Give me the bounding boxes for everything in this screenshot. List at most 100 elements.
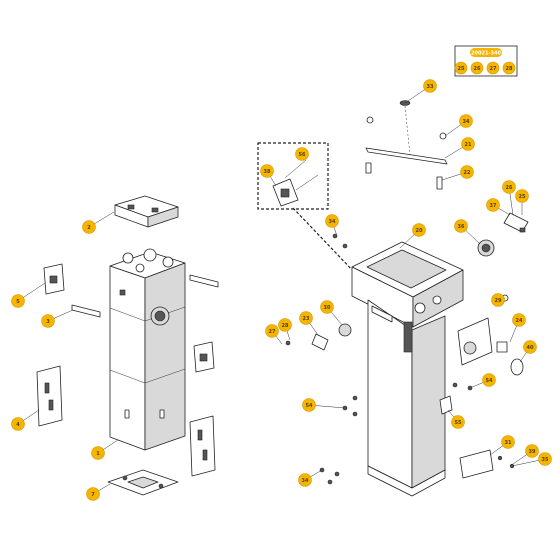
callout-dot xyxy=(302,398,316,412)
callout-number: 7 xyxy=(91,492,95,498)
kit-item-dot xyxy=(454,61,468,75)
callout-40: 40 xyxy=(519,340,537,363)
callout-22: 22 xyxy=(441,165,474,181)
callout-31: 31 xyxy=(489,435,515,456)
callout-number: 56 xyxy=(299,152,306,158)
callout-number: 1 xyxy=(96,451,100,457)
callout-number: 3 xyxy=(46,319,50,325)
callout-number: 36 xyxy=(458,224,465,230)
kit-item-dot xyxy=(502,61,516,75)
callout-dot xyxy=(512,313,526,327)
kit-item-25: 25 xyxy=(458,66,465,72)
square-plate-right xyxy=(193,341,215,373)
callout-34c: 34 xyxy=(298,469,323,487)
callout-dot xyxy=(502,180,516,194)
callout-number: 22 xyxy=(464,170,471,176)
kit-label-badge xyxy=(470,48,502,57)
callout-dot xyxy=(523,340,537,354)
kit-item-26: 26 xyxy=(474,66,481,72)
callout-number: 29 xyxy=(495,298,502,304)
callout-27: 27 xyxy=(265,324,283,345)
callout-number: 5 xyxy=(16,299,20,305)
callout-1: 1 xyxy=(91,439,119,460)
callout-dot xyxy=(525,444,539,458)
callout-number: 20 xyxy=(416,228,423,234)
callout-21: 21 xyxy=(444,137,475,159)
callout-layer: 3334212256203436262537382827302329405424… xyxy=(11,79,552,501)
callout-number: 30 xyxy=(324,305,331,311)
callout-number: 34 xyxy=(329,219,336,225)
wear-strip-part xyxy=(71,304,101,318)
callout-24: 24 xyxy=(509,313,526,343)
callout-number: 54 xyxy=(306,403,313,409)
kit-item-28: 28 xyxy=(506,66,513,72)
callout-number: 33 xyxy=(427,84,434,90)
callout-number: 28 xyxy=(282,323,289,329)
callout-number: 31 xyxy=(505,440,512,446)
callout-54a: 54 xyxy=(469,373,496,389)
callout-25: 25 xyxy=(515,189,529,215)
callout-dot xyxy=(454,219,468,233)
callout-dot xyxy=(451,415,465,429)
callout-37: 37 xyxy=(486,198,511,216)
callout-dot xyxy=(11,417,25,431)
callout-dot xyxy=(501,435,515,449)
callout-dot xyxy=(325,214,339,228)
callout-number: 27 xyxy=(269,329,276,335)
callout-3: 3 xyxy=(41,309,74,328)
callout-number: 39 xyxy=(529,449,536,455)
callout-34b: 34 xyxy=(325,214,339,237)
callout-number: 55 xyxy=(455,420,462,426)
wear-strip-right xyxy=(189,274,219,288)
hammer-body-assembly xyxy=(36,195,219,496)
bottom-gasket-part xyxy=(107,469,179,496)
callout-number: 38 xyxy=(264,169,271,175)
callout-33: 33 xyxy=(404,79,437,104)
callout-dot xyxy=(91,446,105,460)
callout-number: 4 xyxy=(16,422,20,428)
callout-dot xyxy=(515,189,529,203)
callout-dot xyxy=(461,137,475,151)
callout-36: 36 xyxy=(454,219,481,245)
kit-box: 20021-340 25 26 27 28 xyxy=(454,45,518,77)
side-plate-right xyxy=(189,415,216,477)
callout-number: 34 xyxy=(463,119,470,125)
callout-dot xyxy=(11,294,25,308)
callout-number: 21 xyxy=(465,142,472,148)
callout-4: 4 xyxy=(11,409,40,431)
kit-item-dot xyxy=(486,61,500,75)
callout-dot xyxy=(86,487,100,501)
callout-20: 20 xyxy=(399,223,426,249)
main-body-part xyxy=(109,248,186,451)
callout-dot xyxy=(299,311,313,325)
callout-dot xyxy=(260,164,274,178)
kit-item-27: 27 xyxy=(490,66,497,72)
callout-number: 54 xyxy=(486,378,493,384)
callout-number: 2 xyxy=(87,225,91,231)
callout-dot xyxy=(538,452,552,466)
callout-dot xyxy=(423,79,437,93)
callout-dot xyxy=(82,220,96,234)
side-plate-part xyxy=(36,365,63,427)
callout-dot xyxy=(459,114,473,128)
callout-number: 26 xyxy=(506,185,513,191)
callout-dot xyxy=(320,300,334,314)
housing-assembly xyxy=(257,100,529,497)
callout-dot xyxy=(412,223,426,237)
callout-dot xyxy=(482,373,496,387)
kit-label: 20021-340 xyxy=(471,51,501,57)
callout-dot xyxy=(278,318,292,332)
callout-number: 25 xyxy=(519,194,526,200)
callout-number: 37 xyxy=(490,203,497,209)
callout-34a: 34 xyxy=(444,114,473,137)
callout-number: 40 xyxy=(527,345,534,351)
callout-54b: 54 xyxy=(302,398,346,412)
callout-7: 7 xyxy=(86,483,111,501)
callout-38: 38 xyxy=(260,164,277,187)
callout-30: 30 xyxy=(320,300,343,326)
kit-item-dot xyxy=(470,61,484,75)
callout-26: 26 xyxy=(502,180,516,216)
square-plate-part xyxy=(43,263,65,295)
top-cap-part xyxy=(114,195,179,228)
callout-35: 35 xyxy=(511,452,552,467)
